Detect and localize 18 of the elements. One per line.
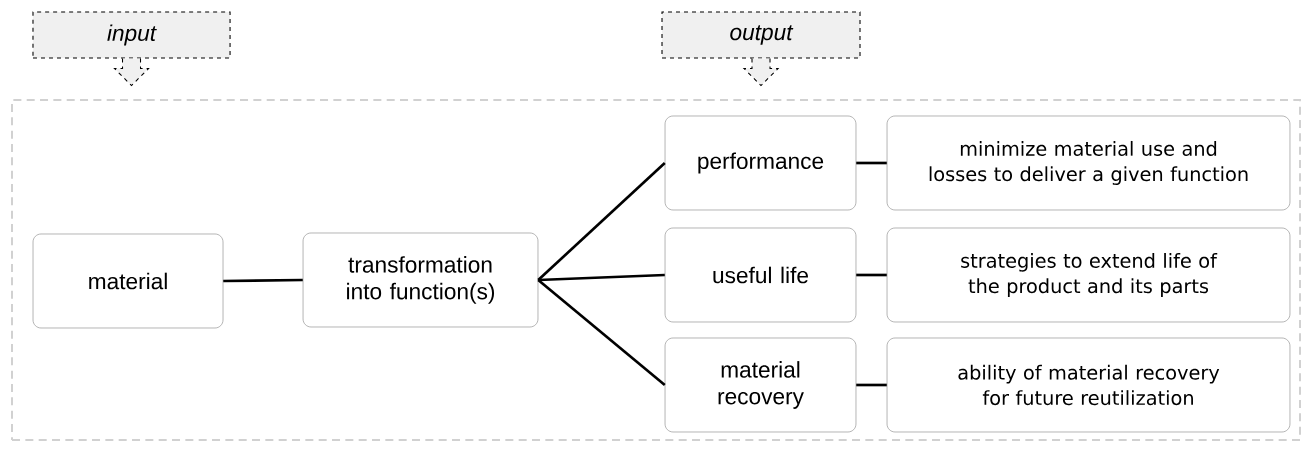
process-box: material recovery <box>664 337 857 433</box>
connector-line <box>856 273 887 277</box>
process-box: minimize material use and losses to deliver a given function <box>886 115 1291 211</box>
process-box: ability of material recovery for future reutilization <box>886 337 1291 433</box>
process-box: transformation into function(s) <box>302 232 539 328</box>
process-box: useful life <box>664 227 857 323</box>
connector-line <box>537 162 666 281</box>
callout-box: input <box>32 11 231 87</box>
connector-line <box>856 161 887 165</box>
connector-line <box>537 278 666 386</box>
process-box: material <box>32 233 224 329</box>
process-box: performance <box>664 115 857 211</box>
dashed-region <box>11 99 1301 441</box>
connector-line <box>223 278 303 283</box>
callout-box: output <box>661 11 861 87</box>
connector-line <box>538 273 665 282</box>
process-box: strategies to extend life of the product and its parts <box>886 227 1291 323</box>
connector-line <box>856 383 887 387</box>
